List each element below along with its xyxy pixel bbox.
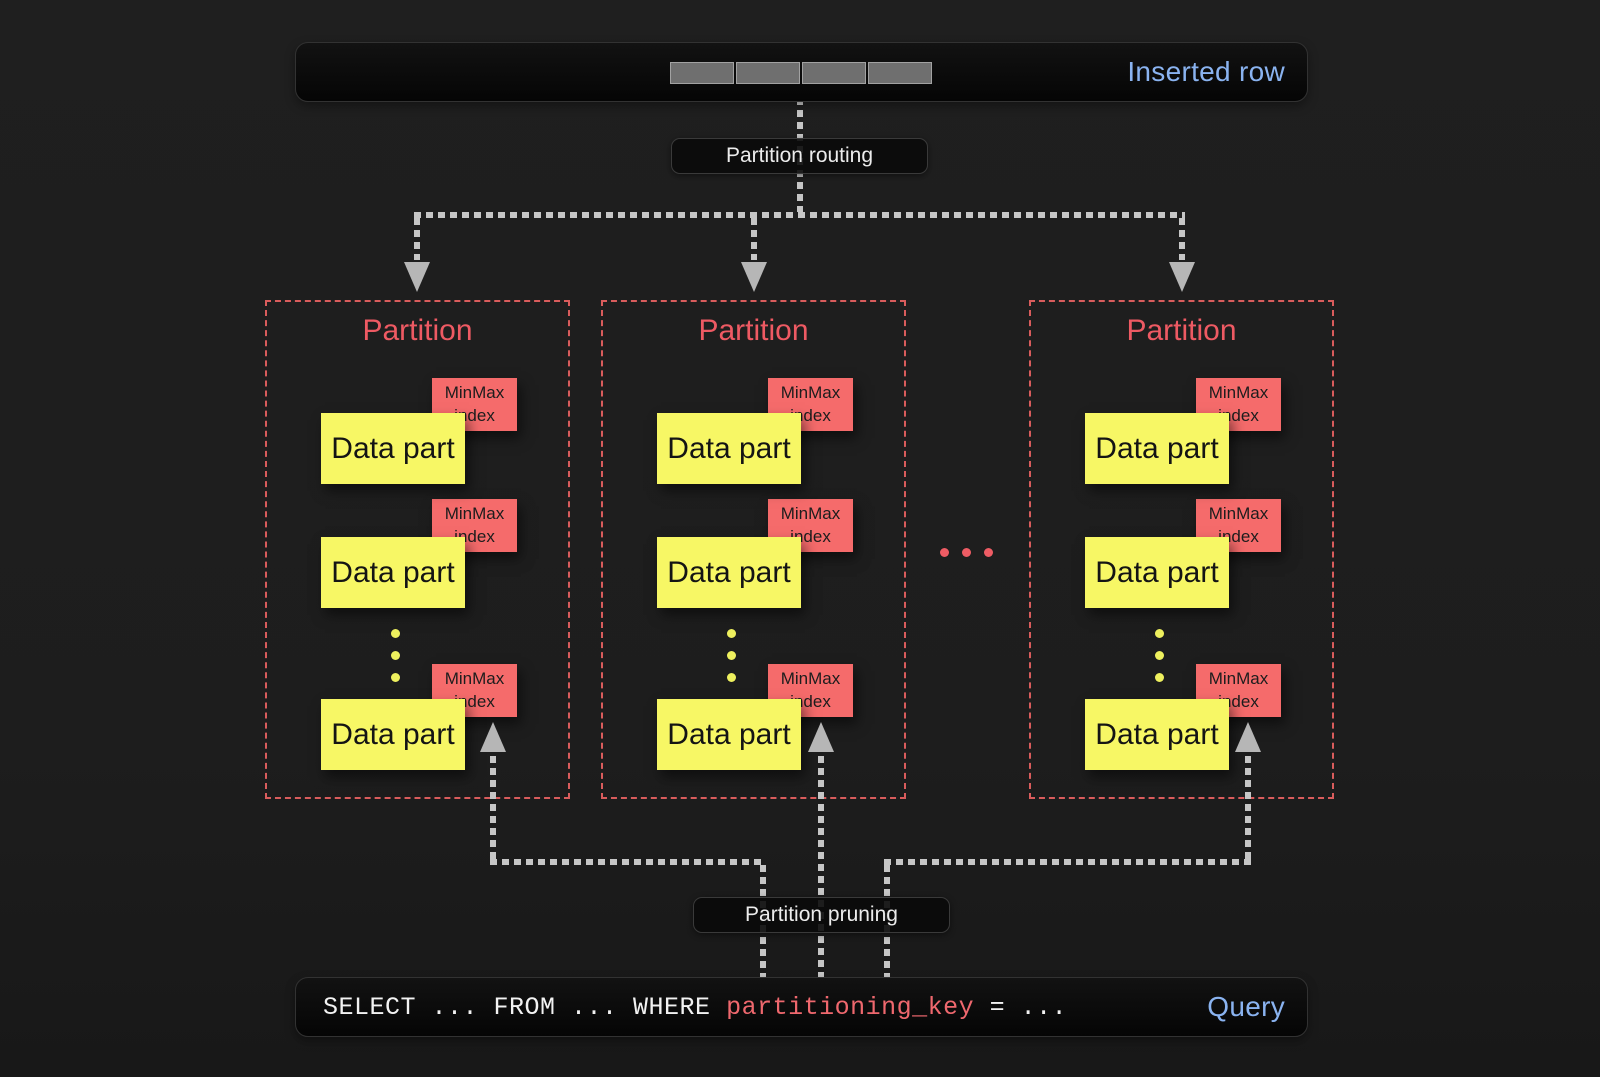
- query-equals-segment: = ...: [974, 992, 1068, 1022]
- pruning-line-horizontal-right: [884, 859, 1251, 865]
- arrow-down-icon: [741, 262, 767, 292]
- ellipsis-dot: [1155, 651, 1164, 660]
- data-part-box: Data part: [321, 413, 465, 484]
- partition-box: Partition MinMax index Data part MinMax …: [265, 300, 570, 799]
- data-part-box: Data part: [1085, 537, 1229, 608]
- query-label: Query: [1207, 991, 1285, 1022]
- partition-title: Partition: [698, 314, 809, 347]
- arrow-up-icon: [808, 722, 834, 752]
- data-part-box: Data part: [1085, 413, 1229, 484]
- data-part-box: Data part: [657, 413, 801, 484]
- partition-routing-badge: Partition routing: [671, 138, 928, 174]
- ellipsis-dot: [984, 548, 993, 557]
- row-cell: [802, 62, 866, 84]
- arrow-up-icon: [1235, 722, 1261, 752]
- pruning-line-middle: [818, 756, 824, 977]
- fanout-line-right: [1179, 218, 1185, 260]
- inserted-row-cells: [670, 62, 932, 84]
- arrow-down-icon: [404, 262, 430, 292]
- data-part-box: Data part: [657, 699, 801, 770]
- row-cell: [868, 62, 932, 84]
- ellipsis-dot: [727, 651, 736, 660]
- ellipsis-dot: [1155, 629, 1164, 638]
- pruning-line-right-stub: [1245, 756, 1251, 859]
- query-select-segment: SELECT ... FROM ... WHERE: [323, 992, 727, 1022]
- pruning-line-left-stub: [490, 756, 496, 859]
- partition-pruning-badge: Partition pruning: [693, 897, 950, 933]
- data-part-box: Data part: [321, 699, 465, 770]
- partition-box: Partition MinMax index Data part MinMax …: [601, 300, 906, 799]
- partitions-ellipsis: [940, 548, 993, 557]
- partition-routing-label: Partition routing: [725, 144, 874, 167]
- inserted-row-bar: Inserted row: [295, 42, 1308, 102]
- data-part-box: Data part: [1085, 699, 1229, 770]
- pruning-line-horizontal-left: [490, 859, 766, 865]
- partition-box: Partition MinMax index Data part MinMax …: [1029, 300, 1334, 799]
- partitioning-key-segment: partitioning_key: [726, 992, 975, 1022]
- arrow-up-icon: [480, 722, 506, 752]
- query-text: SELECT ... FROM ... WHERE partitioning_k…: [296, 993, 1067, 1022]
- query-bar: SELECT ... FROM ... WHERE partitioning_k…: [295, 977, 1308, 1037]
- fanout-line-middle: [751, 218, 757, 260]
- arrow-down-icon: [1169, 262, 1195, 292]
- fanout-line-horizontal: [414, 212, 1185, 218]
- ellipsis-dot: [1155, 673, 1164, 682]
- ellipsis-dot: [391, 629, 400, 638]
- ellipsis-dot: [727, 629, 736, 638]
- ellipsis-dot: [962, 548, 971, 557]
- partition-pruning-label: Partition pruning: [745, 903, 898, 926]
- data-part-box: Data part: [321, 537, 465, 608]
- inserted-row-label: Inserted row: [1127, 56, 1285, 87]
- ellipsis-dot: [940, 548, 949, 557]
- ellipsis-dot: [391, 651, 400, 660]
- ellipsis-dot: [727, 673, 736, 682]
- row-cell: [736, 62, 800, 84]
- partition-title: Partition: [1126, 314, 1237, 347]
- row-cell: [670, 62, 734, 84]
- partition-title: Partition: [362, 314, 473, 347]
- data-part-box: Data part: [657, 537, 801, 608]
- fanout-line-left: [414, 218, 420, 260]
- ellipsis-dot: [391, 673, 400, 682]
